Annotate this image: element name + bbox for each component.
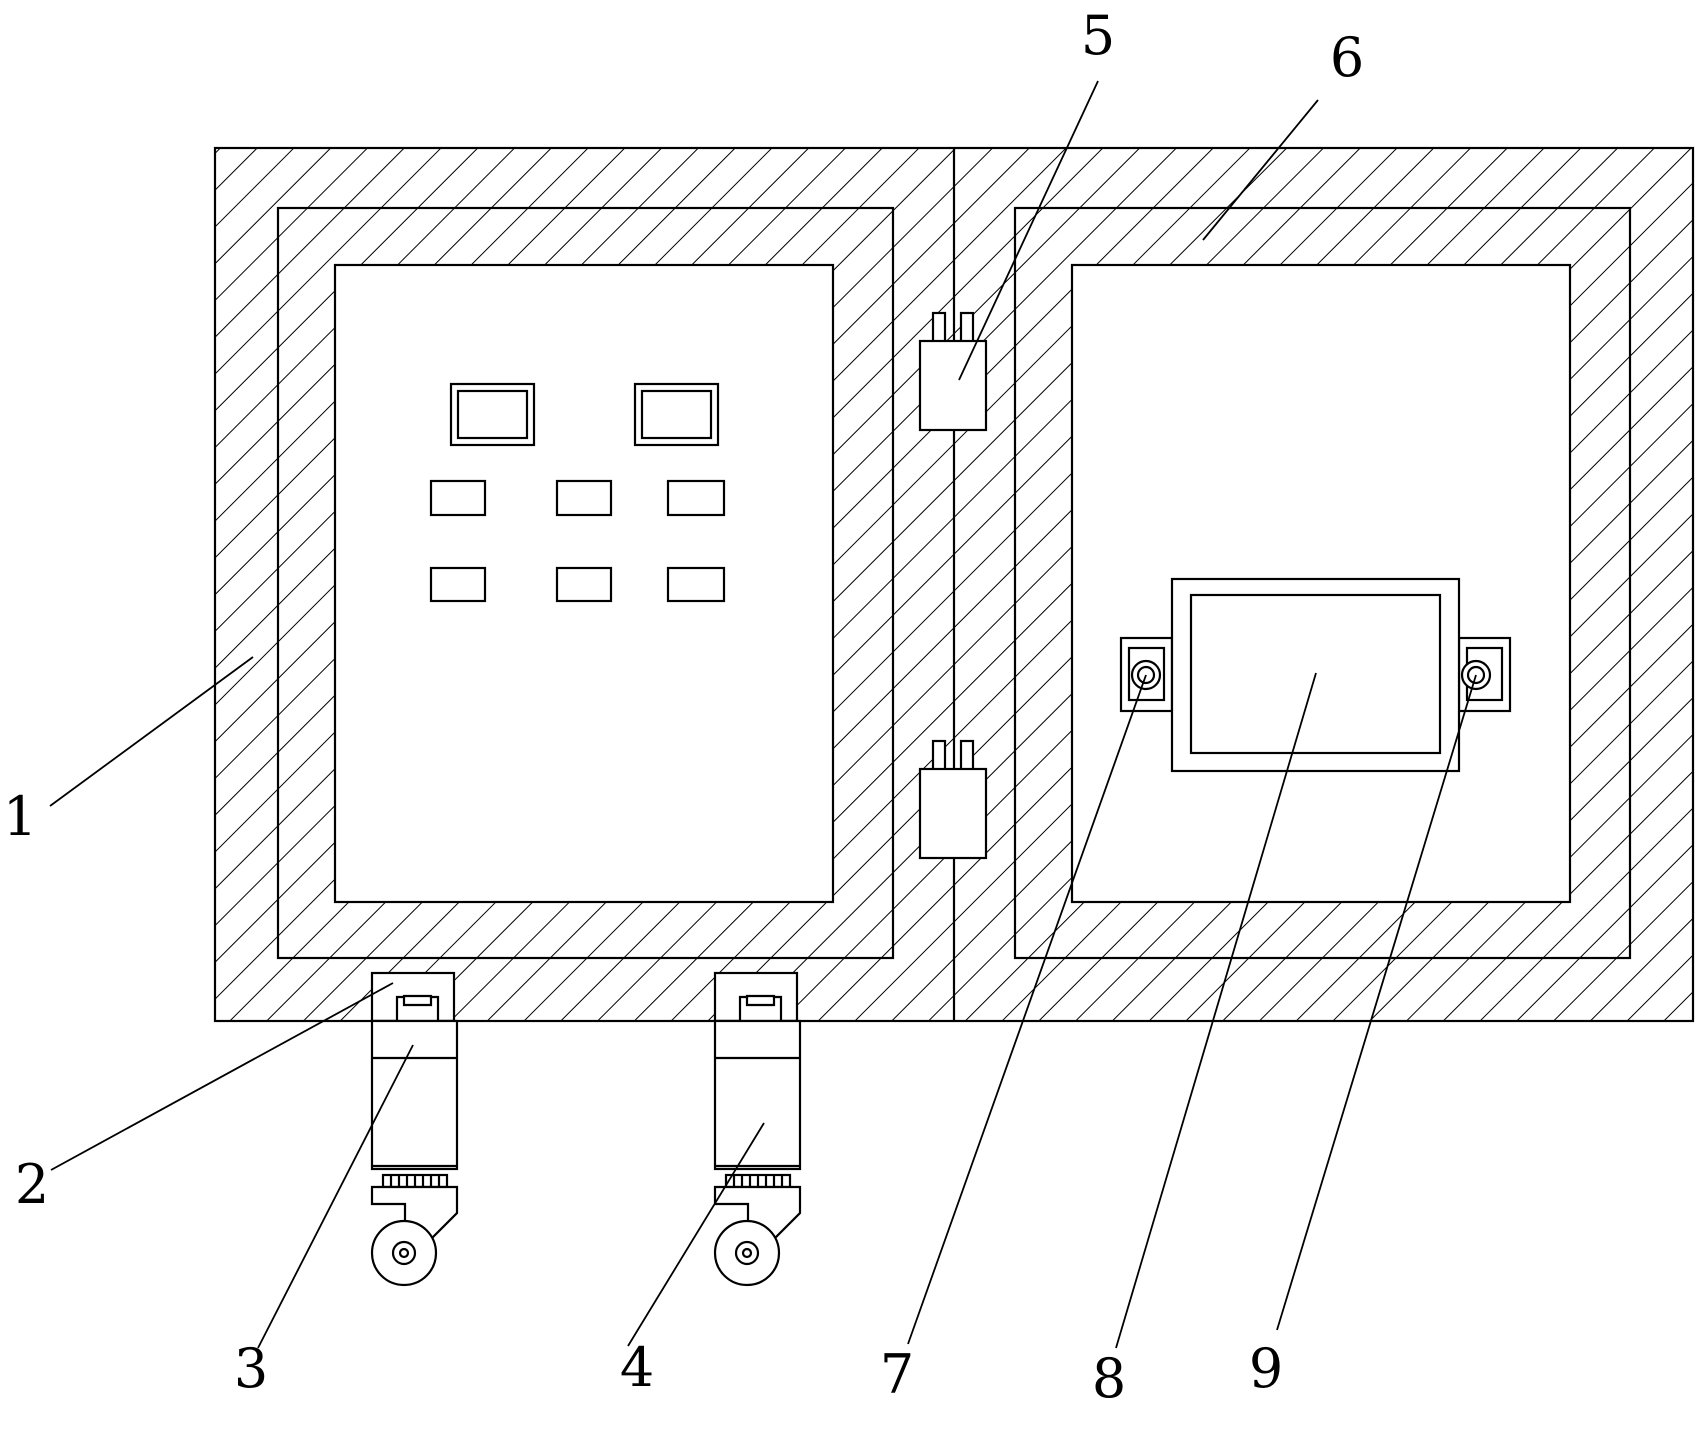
label-4: 4 — [620, 1336, 654, 1399]
left-door — [278, 208, 893, 958]
control-button — [431, 568, 485, 601]
label-5: 5 — [1081, 4, 1115, 67]
caster-leg-right — [715, 973, 800, 1285]
label-3: 3 — [234, 1337, 268, 1400]
label-8: 8 — [1092, 1347, 1126, 1410]
display-window — [451, 384, 534, 445]
control-button — [668, 568, 724, 601]
label-2: 2 — [15, 1153, 49, 1216]
label-6: 6 — [1330, 26, 1364, 89]
label-1: 1 — [3, 785, 37, 848]
control-button — [557, 568, 611, 601]
right-door — [1015, 208, 1630, 958]
display-window — [635, 384, 718, 445]
label-7: 7 — [880, 1343, 914, 1406]
caster-leg-left — [372, 973, 457, 1285]
label-9: 9 — [1249, 1337, 1283, 1400]
control-button — [557, 481, 611, 515]
control-button — [668, 481, 724, 515]
control-button — [431, 481, 485, 515]
